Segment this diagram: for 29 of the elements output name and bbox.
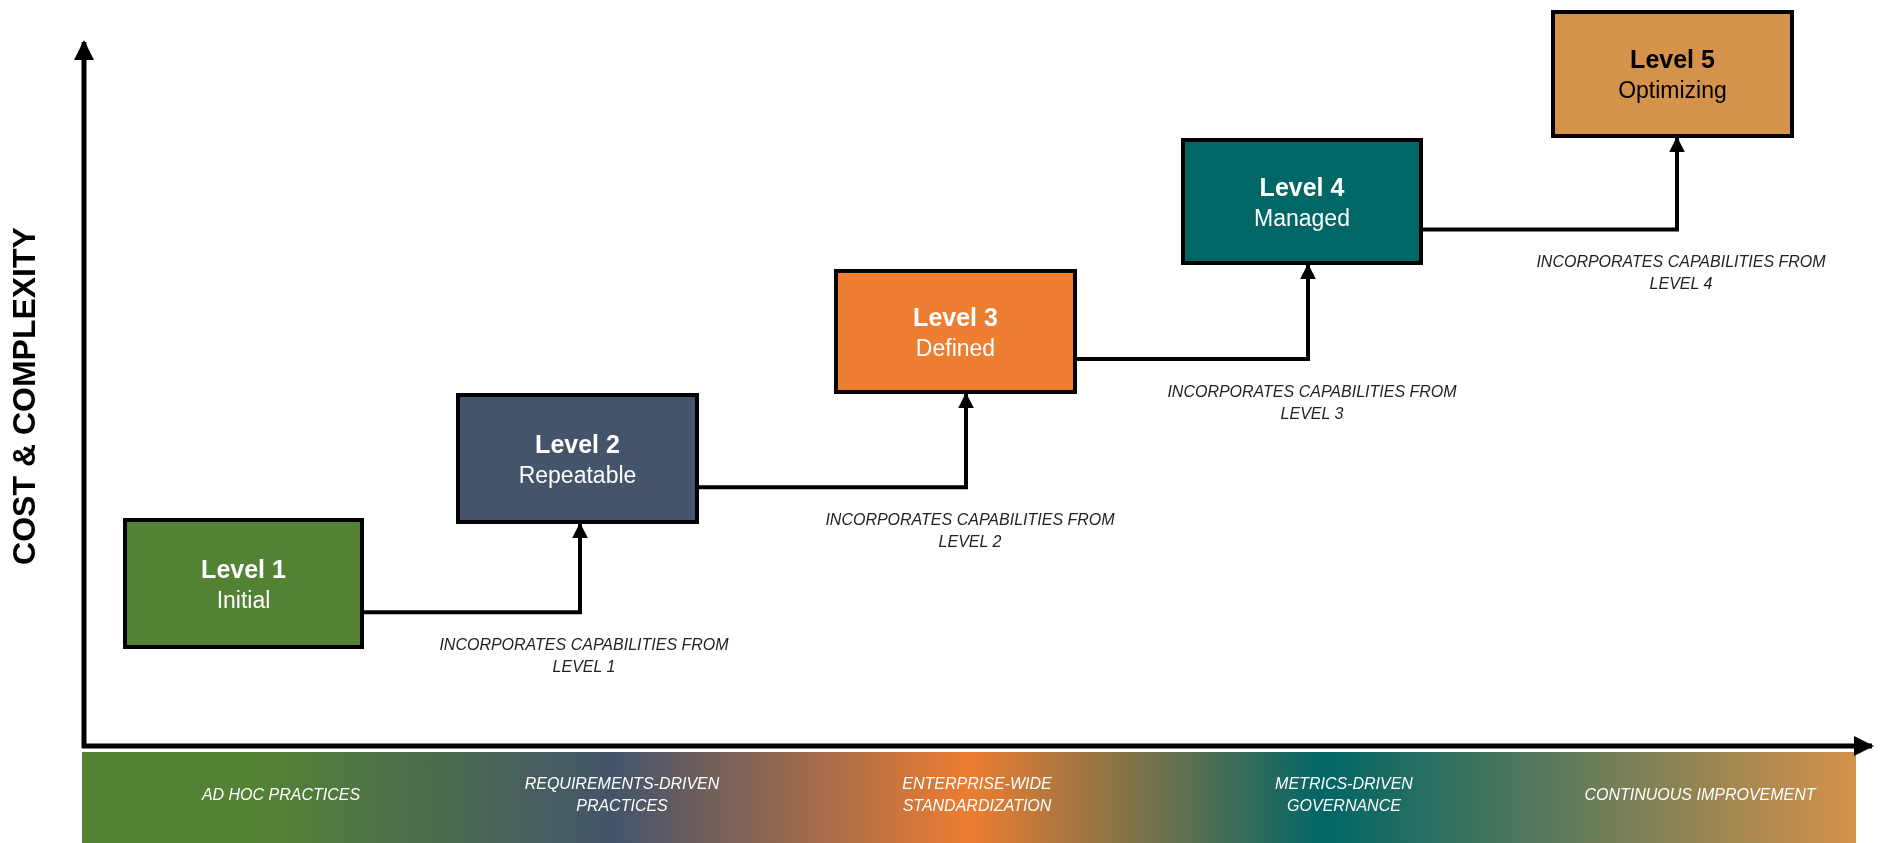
level-title: Level 3 [913,301,998,333]
arrow [1077,263,1316,361]
edge-label: INCORPORATES CAPABILITIES FROM LEVEL 4 [1535,252,1827,295]
level-title: Level 1 [201,553,286,585]
stage-label: AD HOC PRACTICES [200,785,362,805]
level-name: Defined [915,333,996,363]
level-title: Level 4 [1259,171,1345,203]
arrow [699,392,974,490]
stage-label: ENTERPRISE-WIDE STANDARDIZATION [901,774,1053,816]
edge-label: INCORPORATES CAPABILITIES FROM LEVEL 3 [1166,382,1458,424]
level-box [1181,138,1423,265]
stage-label: METRICS-DRIVEN GOVERNANCE [1274,774,1414,816]
arrow [1423,136,1685,232]
stage-label: CONTINUOUS IMPROVEMENT [1583,785,1818,805]
level-box [1551,10,1794,138]
level-name: Repeatable [518,460,637,490]
level-title: Level 2 [535,428,620,460]
stage-label: REQUIREMENTS-DRIVEN PRACTICES [523,774,721,816]
axis-label: COST & COMPLEXITY [5,227,43,565]
edge-label: INCORPORATES CAPABILITIES FROM LEVEL 2 [824,510,1116,553]
edge-label: INCORPORATES CAPABILITIES FROM LEVEL 1 [438,635,730,678]
level-box [834,269,1077,394]
level-name: Initial [216,585,271,615]
level-name: Optimizing [1618,76,1727,105]
level-box [123,518,364,649]
arrow [364,522,588,615]
level-title: Level 5 [1630,44,1715,75]
level-box [456,393,699,524]
level-name: Managed [1254,203,1350,233]
